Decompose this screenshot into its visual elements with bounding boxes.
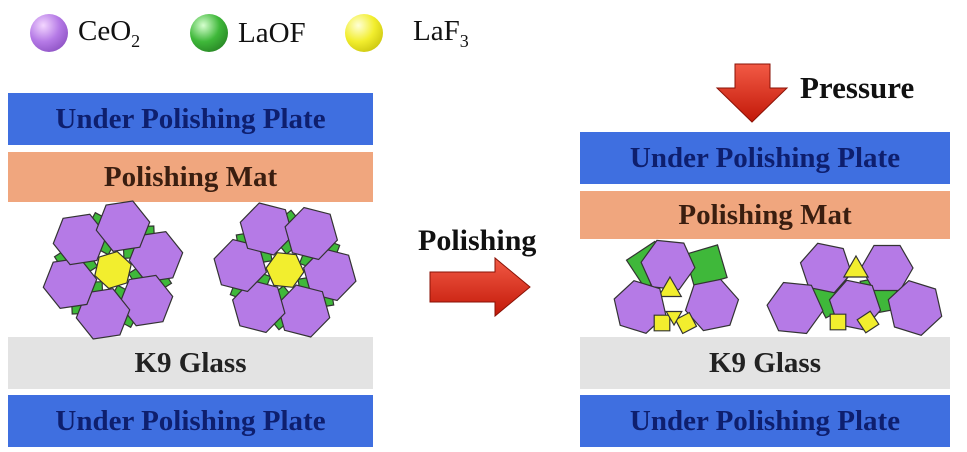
ceo2-particle (684, 278, 740, 332)
legend: CeO2 LaOF LaF3 (0, 8, 967, 58)
right-bottom-plate: Under Polishing Plate (580, 395, 950, 447)
laf3-particle (94, 250, 132, 290)
ceo2-particle (302, 247, 357, 302)
ceo2-particle (239, 202, 294, 256)
ceo2-particle (95, 200, 151, 252)
laf3-swatch-icon (345, 14, 383, 52)
polishing-arrow-icon (429, 256, 531, 318)
pressure-label: Pressure (800, 70, 915, 105)
ceo2-particle (118, 274, 174, 327)
ceo2-particle (75, 288, 131, 340)
legend-item-laof: LaOF (190, 14, 306, 52)
left-k9-glass: K9 Glass (8, 337, 373, 389)
laof-swatch-icon (190, 14, 228, 52)
legend-item-laf3: LaF3 (345, 14, 469, 52)
ceo2-particle (887, 280, 943, 336)
laf3-particle (657, 275, 683, 298)
legend-label-laf3: LaF3 (413, 14, 469, 51)
laf3-particle (842, 254, 870, 278)
laf3-particle (665, 310, 683, 327)
ceo2-particle (52, 213, 108, 266)
right-polishing-mat: Polishing Mat (580, 191, 950, 239)
ceo2-particle (213, 238, 268, 293)
ceo2-swatch-icon (30, 14, 68, 52)
left-top-plate: Under Polishing Plate (8, 93, 373, 145)
ceo2-particle (231, 279, 286, 334)
ceo2-particle (284, 206, 339, 261)
ceo2-particle (640, 239, 696, 291)
ceo2-particle (613, 280, 667, 334)
ceo2-particle (799, 242, 853, 294)
laf3-particle (856, 310, 880, 334)
legend-label-ceo2: CeO2 (78, 14, 141, 51)
right-top-plate: Under Polishing Plate (580, 132, 950, 184)
laf3-particle (829, 313, 847, 331)
laf3-particle (653, 314, 671, 332)
laf3-particle (265, 252, 305, 288)
ceo2-particle (766, 281, 824, 335)
right-k9-glass: K9 Glass (580, 337, 950, 389)
pressure-arrow-icon (715, 63, 789, 123)
ceo2-particle (128, 230, 184, 283)
left-bottom-plate: Under Polishing Plate (8, 395, 373, 447)
left-polishing-mat: Polishing Mat (8, 152, 373, 202)
ceo2-particle (276, 284, 331, 338)
ceo2-particle (42, 257, 98, 310)
legend-label-laof: LaOF (238, 16, 306, 49)
legend-item-ceo2: CeO2 (30, 14, 140, 52)
polishing-label: Polishing (418, 224, 537, 257)
